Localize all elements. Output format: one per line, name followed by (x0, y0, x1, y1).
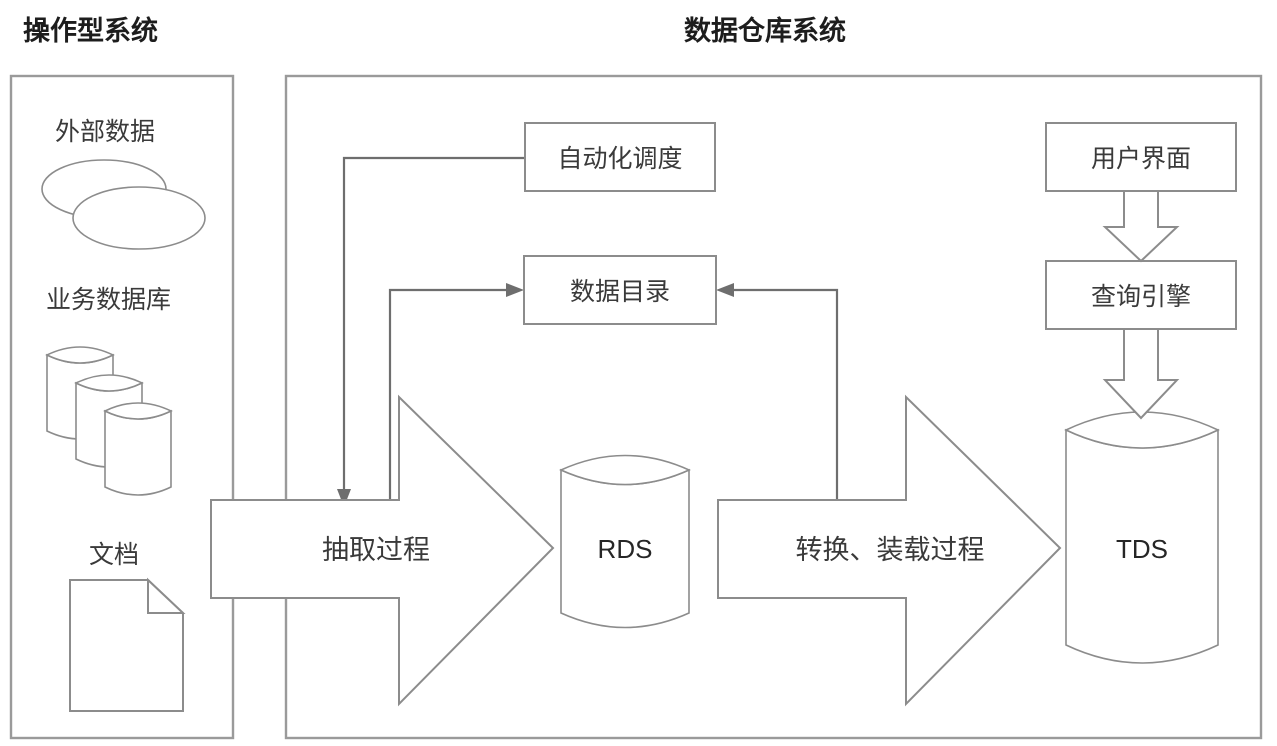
business-database-icon (45, 346, 173, 496)
operational-systems-panel (9, 74, 235, 740)
query-engine-label: 查询引擎 (1091, 283, 1191, 311)
transform-load-process-label: 转换、装载过程 (796, 535, 985, 565)
extract-process-arrow (210, 394, 555, 707)
external-data-label: 外部数据 (55, 118, 155, 146)
tds-cylinder (1064, 411, 1220, 664)
user-interface-label: 用户界面 (1091, 145, 1191, 173)
tds-label: TDS (1116, 534, 1168, 564)
scheduler-label: 自动化调度 (557, 145, 682, 173)
business-database-label: 业务数据库 (46, 286, 171, 314)
ui-to-query-block-arrow (1102, 190, 1180, 263)
connector-scheduler-to-extract (342, 156, 525, 495)
data-warehouse-title: 数据仓库系统 (684, 15, 846, 46)
external-data-icon (41, 159, 206, 250)
connector-scheduler-to-extract-arrowhead (337, 489, 351, 507)
document-label: 文档 (89, 541, 139, 569)
data-catalog-label: 数据目录 (570, 278, 670, 306)
data-catalog-box (523, 255, 717, 325)
extract-process-label: 抽取过程 (322, 535, 430, 565)
data-warehouse-panel (284, 74, 1263, 740)
operational-systems-title: 操作型系统 (23, 15, 158, 46)
user-interface-box (1045, 122, 1237, 192)
transform-load-process-arrow (717, 394, 1062, 707)
connector-extract-to-catalog (388, 288, 512, 500)
rds-cylinder (559, 454, 691, 629)
connector-transform-to-catalog (728, 288, 839, 500)
rds-label: RDS (598, 534, 653, 564)
query-engine-box (1045, 260, 1237, 330)
query-to-tds-block-arrow (1102, 328, 1180, 420)
scheduler-box (524, 122, 716, 192)
document-page-icon (69, 577, 186, 712)
connector-transform-to-catalog-arrowhead (716, 283, 734, 297)
connector-extract-to-catalog-arrowhead (506, 283, 524, 297)
